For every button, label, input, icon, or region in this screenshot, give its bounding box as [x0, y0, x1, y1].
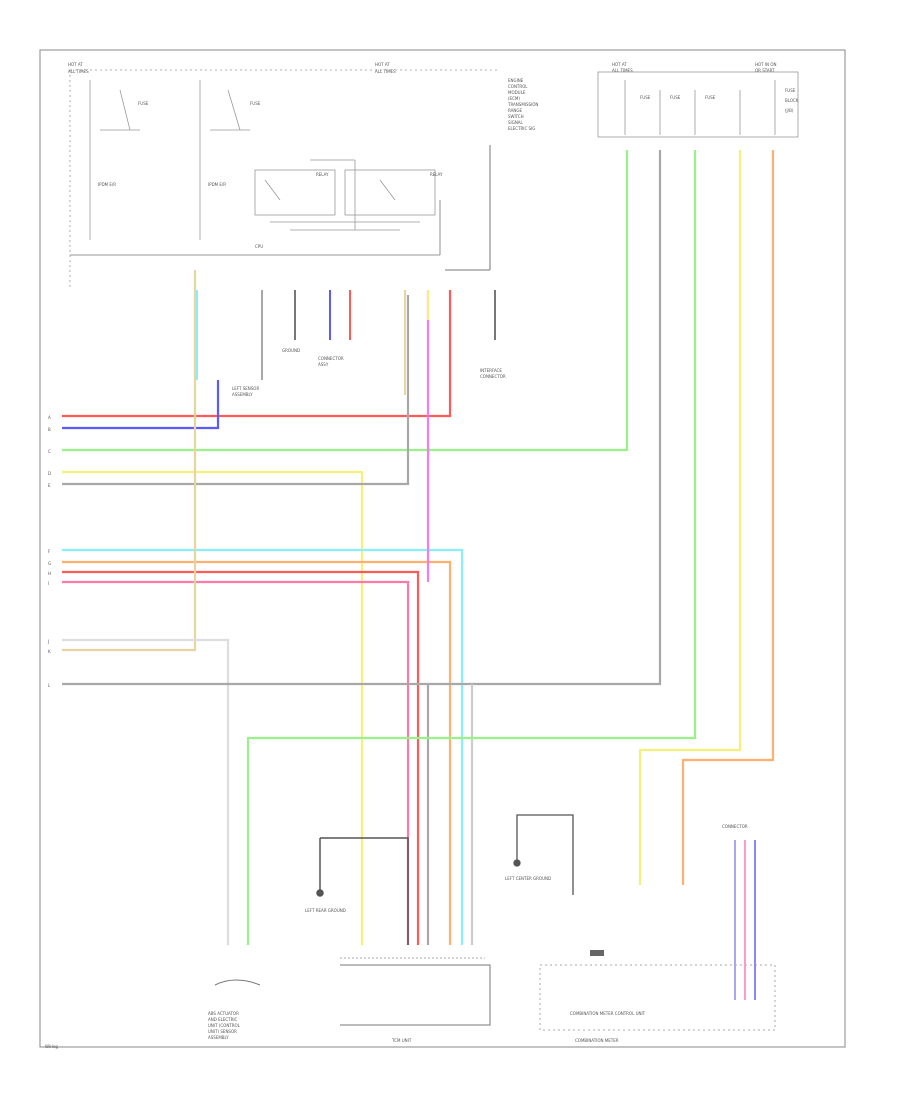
svg-text:ALL TIMES: ALL TIMES [612, 68, 633, 73]
svg-text:UNIT (CONTROL: UNIT (CONTROL [208, 1023, 241, 1028]
wire-orange-mid [62, 560, 452, 945]
wire-tan-low [62, 270, 197, 652]
svg-text:SIGNAL: SIGNAL [508, 120, 524, 125]
wire-gray-left [62, 295, 410, 486]
top-right-fuse-block [597, 71, 799, 138]
svg-text:ALL TIMES: ALL TIMES [375, 69, 396, 74]
svg-text:INTERFACE: INTERFACE [480, 368, 502, 373]
svg-text:IPDM E/R: IPDM E/R [208, 182, 226, 187]
fuse-relay-block [69, 69, 500, 290]
bottom-left-unit: ABS ACTUATOR AND ELECTRIC UNIT (CONTROL … [208, 979, 261, 1040]
ecm-label-block: ENGINE CONTROL MODULE (ECM) TRANSMISSION… [507, 78, 538, 131]
svg-text:H: H [48, 571, 51, 576]
svg-text:UNIT) SENSOR: UNIT) SENSOR [208, 1029, 237, 1034]
right-connector-stubs [734, 840, 756, 1000]
svg-text:A: A [48, 415, 51, 420]
svg-text:HOT IN ON: HOT IN ON [755, 62, 776, 67]
svg-text:(ECM): (ECM) [508, 96, 520, 101]
wire-tan-low-2 [62, 638, 230, 945]
wire-harness [62, 150, 775, 945]
svg-text:CONTROL: CONTROL [508, 84, 528, 89]
svg-text:I: I [48, 581, 49, 586]
diagram-frame [39, 49, 846, 1048]
svg-text:J: J [47, 639, 49, 644]
svg-text:ABS ACTUATOR: ABS ACTUATOR [208, 1011, 239, 1016]
svg-text:HOT AT: HOT AT [375, 62, 390, 67]
ground-2-label: LEFT CENTER GROUND [505, 876, 551, 881]
ground-symbol-2 [513, 814, 574, 895]
left-wire-tags: A B C D E F G H I J K L [47, 415, 51, 688]
svg-text:COMBINATION METER: COMBINATION METER [575, 1038, 619, 1043]
svg-text:G: G [48, 561, 51, 566]
svg-text:GROUND: GROUND [282, 348, 300, 353]
svg-text:LEFT SENSOR: LEFT SENSOR [232, 386, 259, 391]
svg-text:ENGINE: ENGINE [508, 78, 524, 83]
svg-text:HOT AT: HOT AT [68, 62, 83, 67]
wire-orange-right [681, 150, 775, 885]
tcm-unit: TCM UNIT [340, 957, 491, 1043]
svg-text:C: C [48, 449, 51, 454]
svg-text:SWITCH: SWITCH [508, 114, 524, 119]
svg-text:ASSY: ASSY [318, 362, 329, 367]
fuse-relay-labels: HOT AT ALL TIMES HOT AT ALL TIMES FUSE F… [68, 62, 443, 249]
svg-text:(J/B): (J/B) [785, 108, 794, 113]
svg-text:FUSE: FUSE [138, 101, 149, 106]
wire-yellow-right [638, 150, 742, 885]
svg-text:CONNECTOR: CONNECTOR [318, 356, 344, 361]
svg-text:E: E [48, 483, 51, 488]
svg-text:BLOCK: BLOCK [785, 98, 799, 103]
svg-text:OR START: OR START [755, 68, 775, 73]
wire-pink-mid [62, 580, 410, 945]
svg-text:B: B [48, 427, 51, 432]
svg-text:ASSEMBLY: ASSEMBLY [232, 392, 253, 397]
svg-text:FUSE: FUSE [640, 95, 651, 100]
svg-text:CPU: CPU [255, 244, 263, 249]
svg-text:RANGE: RANGE [508, 108, 522, 113]
svg-text:IPDM E/R: IPDM E/R [98, 182, 116, 187]
svg-text:MODULE: MODULE [508, 90, 526, 95]
mid-component-labels: LEFT SENSOR ASSEMBLY GROUND CONNECTOR AS… [232, 348, 506, 397]
wire-cyan-mid [62, 548, 464, 945]
svg-text:TRANSMISSION: TRANSMISSION [507, 102, 538, 107]
wire-red-left [62, 290, 452, 418]
svg-text:AND ELECTRIC: AND ELECTRIC [208, 1017, 238, 1022]
svg-text:K: K [48, 649, 51, 654]
svg-text:TCM UNIT: TCM UNIT [391, 1038, 412, 1043]
svg-text:FUSE: FUSE [250, 101, 261, 106]
svg-text:ELECTRIC SIG: ELECTRIC SIG [508, 126, 535, 131]
wire-green-main [62, 150, 629, 452]
svg-text:D: D [48, 471, 51, 476]
svg-text:ASSEMBLY: ASSEMBLY [208, 1035, 229, 1040]
wire-blue-left [62, 380, 220, 430]
svg-text:HOT AT: HOT AT [612, 62, 627, 67]
svg-text:FUSE: FUSE [705, 95, 716, 100]
top-right-labels: HOT AT ALL TIMES HOT IN ON OR START FUSE… [612, 62, 799, 113]
wire-yellow-left [62, 470, 364, 945]
svg-text:F: F [48, 549, 51, 554]
wire-gray-low [62, 150, 662, 686]
svg-text:RELAY: RELAY [316, 172, 329, 177]
svg-text:CONNECTOR: CONNECTOR [480, 374, 506, 379]
combination-meter: COMBINATION METER CONTROL UNIT COMBINATI… [539, 950, 776, 1043]
wire-green-low [246, 150, 697, 945]
ground-symbol [316, 837, 409, 945]
svg-text:FUSE: FUSE [785, 88, 796, 93]
svg-text:RELAY: RELAY [430, 172, 443, 177]
ground-label: LEFT REAR GROUND [305, 908, 346, 913]
svg-text:COMBINATION METER CONTROL UNIT: COMBINATION METER CONTROL UNIT [570, 1011, 646, 1016]
svg-text:FUSE: FUSE [670, 95, 681, 100]
diagram-code: Wiring [45, 1044, 58, 1049]
wire-red-mid [62, 570, 420, 945]
right-connector-label: CONNECTOR [722, 824, 748, 829]
svg-text:L: L [48, 683, 51, 688]
svg-text:ALL TIMES: ALL TIMES [68, 69, 89, 74]
top-connector-stubs [196, 290, 496, 395]
